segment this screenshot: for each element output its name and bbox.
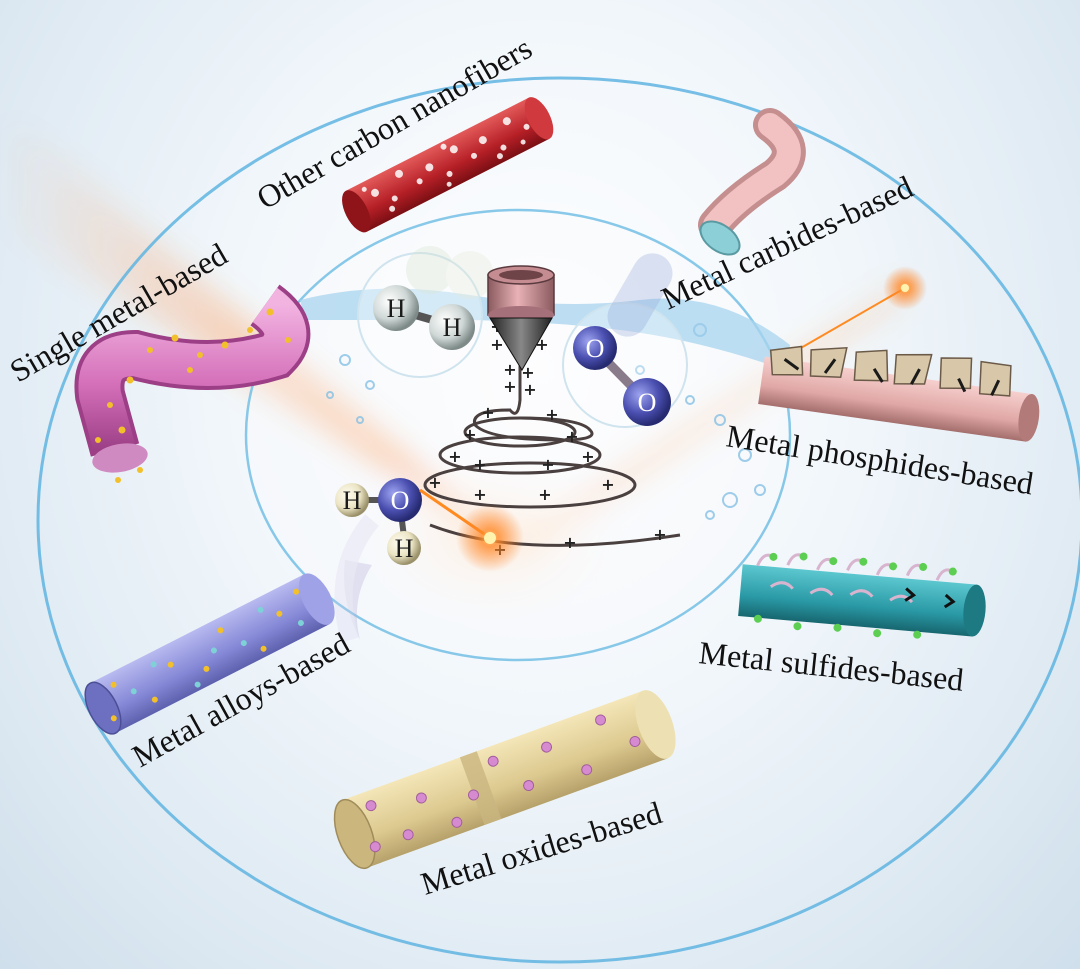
charge-plus-icon: + — [428, 473, 441, 492]
metal-sulfide-fiber-icon — [738, 552, 986, 639]
ghost-hydrogen-icon — [406, 246, 494, 299]
charge-plus-icon: + — [601, 475, 614, 494]
oxygen-atom-label: O — [586, 334, 605, 363]
charge-plus-icon: + — [521, 363, 534, 382]
charge-plus-icon: + — [565, 427, 578, 446]
charge-plus-icon: + — [523, 380, 536, 399]
charge-plus-icon: + — [473, 455, 486, 474]
carbon-nanofiber-icon — [342, 97, 554, 233]
metal-oxide-fiber-icon — [333, 690, 676, 870]
metal-phosphide-fiber-icon — [758, 345, 1040, 442]
metal-alloy-fiber-icon — [84, 573, 335, 735]
charge-plus-icon: + — [563, 533, 576, 552]
water-oxygen-label: O — [391, 486, 410, 515]
charge-plus-icon: + — [503, 377, 516, 396]
charge-plus-icon: + — [538, 485, 551, 504]
hydrogen-atom-label: H — [443, 313, 462, 342]
single-metal-fiber-icon — [74, 284, 311, 483]
fiber-jet-spiral — [423, 345, 681, 547]
hydrogen-molecule-icon: H H — [373, 285, 475, 350]
metal-carbide-fiber-icon — [698, 108, 806, 256]
water-molecule-icon: H O H — [335, 478, 422, 565]
charge-plus-icon: + — [653, 525, 666, 544]
charge-plus-icon: + — [490, 335, 503, 354]
oxygen-molecule-icon: O O — [573, 326, 671, 426]
outer-ring — [36, 76, 1080, 964]
charge-plus-icon: + — [503, 360, 516, 379]
charge-plus-icon: + — [473, 485, 486, 504]
water-hydrogen-label: H — [395, 534, 414, 563]
charge-plus-icon: + — [545, 405, 558, 424]
ghost-water-icon — [334, 514, 380, 643]
charge-plus-icon: + — [448, 447, 461, 466]
charge-plus-icon: + — [463, 425, 476, 444]
ghost-oxygen-icon — [607, 253, 673, 337]
label-metal-sulfides: Metal sulfides-based — [697, 634, 965, 698]
oxygen-atom-label: O — [638, 388, 657, 417]
label-metal-carbides: Metal carbides-based — [656, 168, 918, 316]
spark-icon — [419, 488, 524, 572]
water-splash — [300, 288, 790, 520]
charge-plus-icon: + — [541, 455, 554, 474]
water-hydrogen-label: H — [343, 486, 362, 515]
hydrogen-atom-label: H — [387, 294, 406, 323]
charge-plus-icon: + — [481, 403, 494, 422]
charge-plus-icon: + — [581, 447, 594, 466]
spinneret-icon — [487, 265, 555, 371]
